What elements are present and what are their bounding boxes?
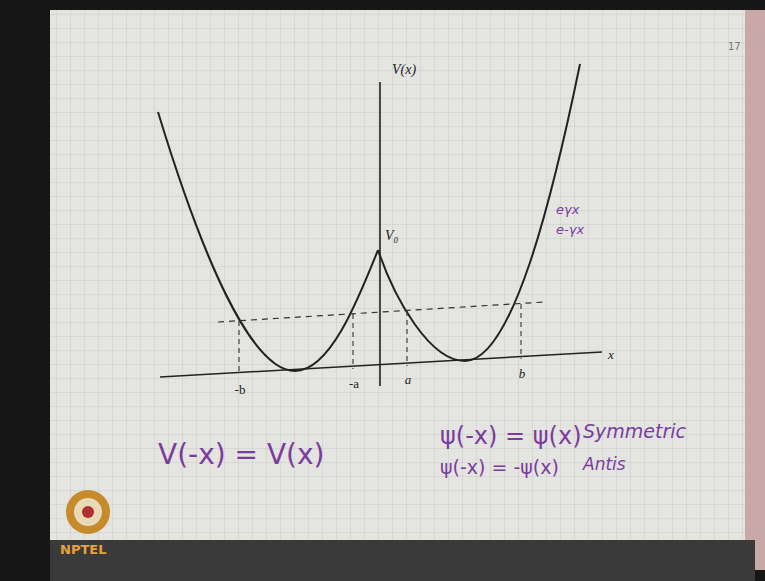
turning-point	[238, 321, 239, 374]
note-holder: Antis	[583, 454, 626, 474]
equation-holder: V(-x) = V(x)	[158, 438, 325, 471]
tick-label-holder: a	[405, 370, 412, 388]
equation-holder: ψ(-x) = -ψ(x)	[440, 456, 559, 478]
grid	[50, 10, 755, 540]
energy-level	[218, 302, 545, 322]
potential-curve	[158, 112, 378, 371]
note-holder: Symmetric	[583, 420, 686, 442]
tick-label: b	[519, 366, 526, 382]
paper-edge	[745, 10, 765, 570]
equation: V(-x) = V(x)	[158, 438, 325, 471]
tick-label-holder: b	[519, 364, 526, 382]
table	[50, 540, 755, 581]
potential-curve	[378, 64, 580, 361]
logo-text-holder: NPTEL	[60, 540, 106, 558]
note: eγx	[556, 202, 579, 217]
axis-label: x	[608, 347, 614, 363]
logo	[66, 490, 110, 534]
axis-label-holder: x	[608, 345, 614, 363]
equation: ψ(-x) = -ψ(x)	[440, 456, 559, 478]
note: Antis	[583, 454, 626, 474]
turning-point	[352, 314, 353, 369]
tick-label: -b	[235, 382, 246, 398]
page-number-holder: 17	[728, 36, 741, 54]
logo	[82, 506, 94, 518]
equation: ψ(-x) = ψ(x)	[440, 422, 582, 450]
tick-label: -a	[349, 376, 359, 392]
note-holder: eγx	[556, 200, 579, 218]
turning-point	[520, 304, 521, 359]
peak-label: V₀	[385, 228, 398, 244]
tick-label: a	[405, 372, 412, 388]
logo-text: NPTEL	[60, 542, 106, 557]
v-axis	[379, 82, 381, 386]
paper	[50, 10, 755, 540]
turning-point	[406, 311, 407, 366]
axis-label-holder: V(x)	[392, 60, 416, 78]
axis-label: V(x)	[392, 62, 416, 78]
x-axis	[160, 352, 602, 377]
page-number: 17	[728, 41, 741, 52]
note: e-γx	[556, 222, 584, 237]
logo	[74, 498, 102, 526]
tick-label-holder: -b	[235, 380, 246, 398]
note-holder: e-γx	[556, 220, 584, 238]
tick-label-holder: -a	[349, 374, 359, 392]
note: Symmetric	[583, 420, 686, 442]
peak-label-holder: V₀	[385, 226, 398, 244]
equation-holder: ψ(-x) = ψ(x)	[440, 422, 582, 450]
